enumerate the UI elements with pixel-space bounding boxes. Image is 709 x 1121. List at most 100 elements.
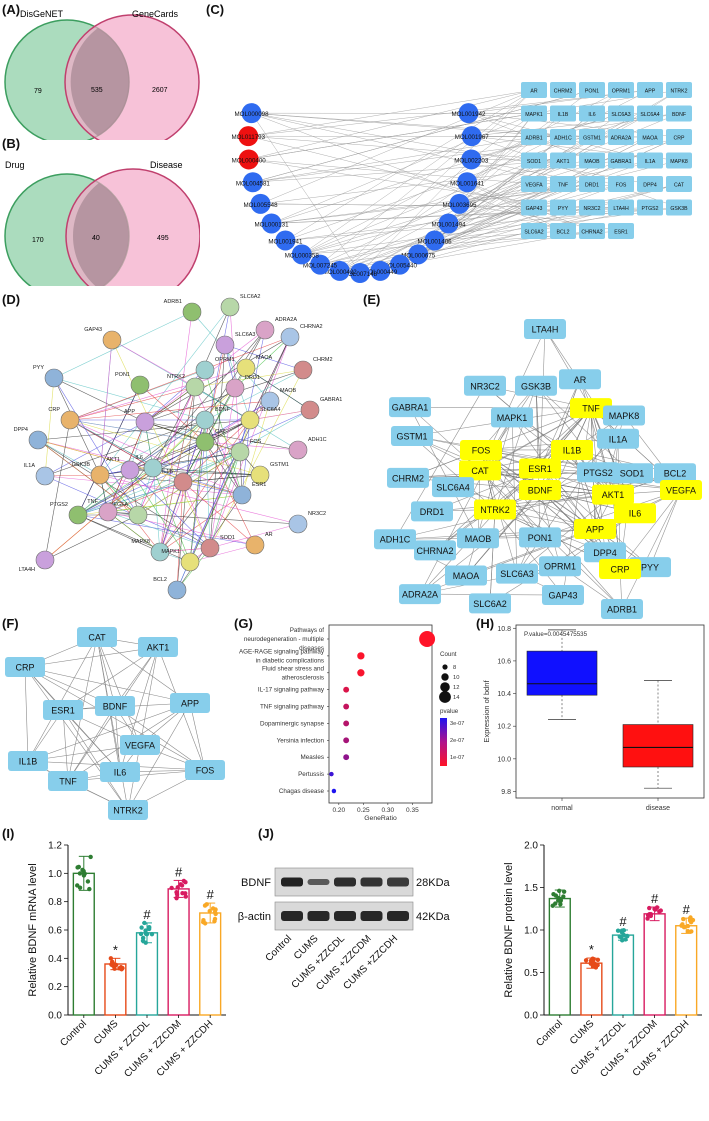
network-c-mol-node (389, 254, 410, 275)
network-e-node (469, 593, 511, 614)
network-d-node (180, 552, 200, 572)
network-f-node-label: APP (181, 699, 199, 709)
chart-i-datapoint (179, 883, 185, 888)
chart-i-datapoint (181, 878, 187, 884)
network-c-mol-label: MOL000098 (234, 111, 269, 118)
network-d-edge (249, 336, 291, 421)
network-f-node-label: IL6 (114, 768, 127, 778)
network-c-gene-label: PTGS2 (641, 206, 658, 212)
network-d-node (173, 472, 193, 492)
network-d-edge (224, 344, 304, 371)
network-f-edge (62, 646, 159, 711)
chart-i-datapoint (142, 920, 147, 926)
network-d-edge (53, 377, 206, 421)
network-e-edge (480, 438, 619, 451)
network-c-gene-label: SLC6A4 (640, 112, 659, 118)
network-e-edge (649, 489, 682, 568)
network-c-edge (248, 135, 535, 208)
chart-h-ytick-label: 10.6 (497, 658, 511, 665)
network-f-edge (24, 666, 29, 762)
network-d-node (102, 330, 122, 350)
network-c-gene-label: MAPK8 (670, 159, 688, 165)
network-d-node-label: PTGS2 (50, 502, 68, 508)
network-c-edge (301, 160, 535, 255)
network-e-node-label: GSTM1 (396, 432, 427, 442)
network-c-edge (252, 89, 593, 183)
network-e-node (391, 426, 433, 447)
network-d-edge (129, 469, 191, 563)
network-e-node-label: APP (586, 525, 604, 535)
network-c-mol-label: MOL001406 (418, 238, 453, 245)
network-c-gene-node (521, 129, 547, 145)
network-d-edge (69, 419, 261, 476)
network-c-gene-node (579, 199, 605, 216)
network-e-node (432, 477, 474, 498)
network-e-edge (539, 329, 546, 469)
network-c-gene-label: AKT1 (557, 159, 570, 165)
network-e-node-label: GSK3B (521, 381, 551, 391)
network-f-node (95, 696, 135, 716)
network-c-mol-label: MOL000358 (285, 252, 320, 259)
network-e-node-label: MAPK8 (609, 411, 640, 421)
network-d-node-label: LTA4H (19, 567, 35, 573)
network-d-edge (99, 306, 231, 476)
chart-j-significance: # (619, 914, 627, 929)
network-e-edge (434, 407, 592, 551)
chart-i-datapoint (143, 940, 148, 945)
network-c-mol-label: MOL000131 (254, 221, 289, 228)
network-d-edge (44, 377, 55, 477)
network-c-edge (285, 89, 535, 241)
network-d-node (300, 400, 320, 420)
chart-i-bar (72, 872, 95, 1016)
network-e-node (660, 479, 702, 500)
network-d-edge (144, 421, 241, 453)
network-c-gene-label: CRP (674, 136, 685, 142)
network-e-node-label: CHRM2 (392, 473, 424, 483)
chart-i-bar (167, 888, 190, 1016)
network-f-edge (24, 666, 206, 771)
network-c-gene-label: BCL2 (557, 230, 570, 236)
chart-i-datapoint (143, 931, 149, 937)
network-c-gene-node (608, 105, 634, 122)
chart-g-point (343, 737, 350, 744)
chart-i-datapoint (76, 864, 82, 870)
chart-i-datapoint (201, 919, 206, 925)
network-d-node (195, 410, 215, 430)
network-d-edge (77, 400, 271, 516)
chart-h-xtick-label: normal (551, 805, 573, 812)
network-c-gene-label: CHRNA2 (581, 230, 602, 236)
network-c-edge (320, 183, 622, 265)
network-d-edge (204, 441, 299, 451)
network-d-node (28, 430, 48, 450)
chart-j-bar (675, 925, 698, 1016)
network-c-gene-label: ADRB1 (525, 136, 542, 142)
network-d-node (90, 465, 110, 485)
network-d-node-label: GAP43 (84, 327, 102, 333)
chart-i-datapoint (212, 916, 218, 922)
chart-j-datapoint (658, 908, 663, 913)
chart-g-category-label: diseases (299, 645, 324, 652)
chart-i-bar (104, 963, 127, 1016)
network-d-edge (37, 439, 101, 476)
network-d-edge (77, 384, 141, 516)
chart-j-datapoint (595, 962, 600, 968)
network-d-edge (53, 377, 101, 476)
network-c-gene-label: MAPK1 (525, 112, 543, 118)
network-d-node-label: IL1A (24, 463, 36, 469)
chart-g-xtick-label: 0.25 (357, 807, 370, 814)
chart-h-annotation: P.value=0.0045475535 (524, 631, 588, 638)
network-c-mol-node (408, 244, 429, 265)
network-c-mol-label: MOL000675 (401, 252, 436, 259)
network-c-gene-label: GAP43 (526, 206, 543, 212)
network-c-mol-node (261, 213, 282, 234)
network-c-gene-node (550, 176, 576, 192)
chart-g-color-legend-label: 2e-07 (450, 738, 464, 744)
network-e-node (539, 556, 581, 577)
network-f-node (43, 700, 83, 720)
network-d-node (236, 358, 256, 378)
network-e-node-label: PON1 (528, 533, 553, 543)
network-c-gene-label: GSTM1 (583, 136, 601, 142)
network-d-edge (191, 311, 271, 402)
